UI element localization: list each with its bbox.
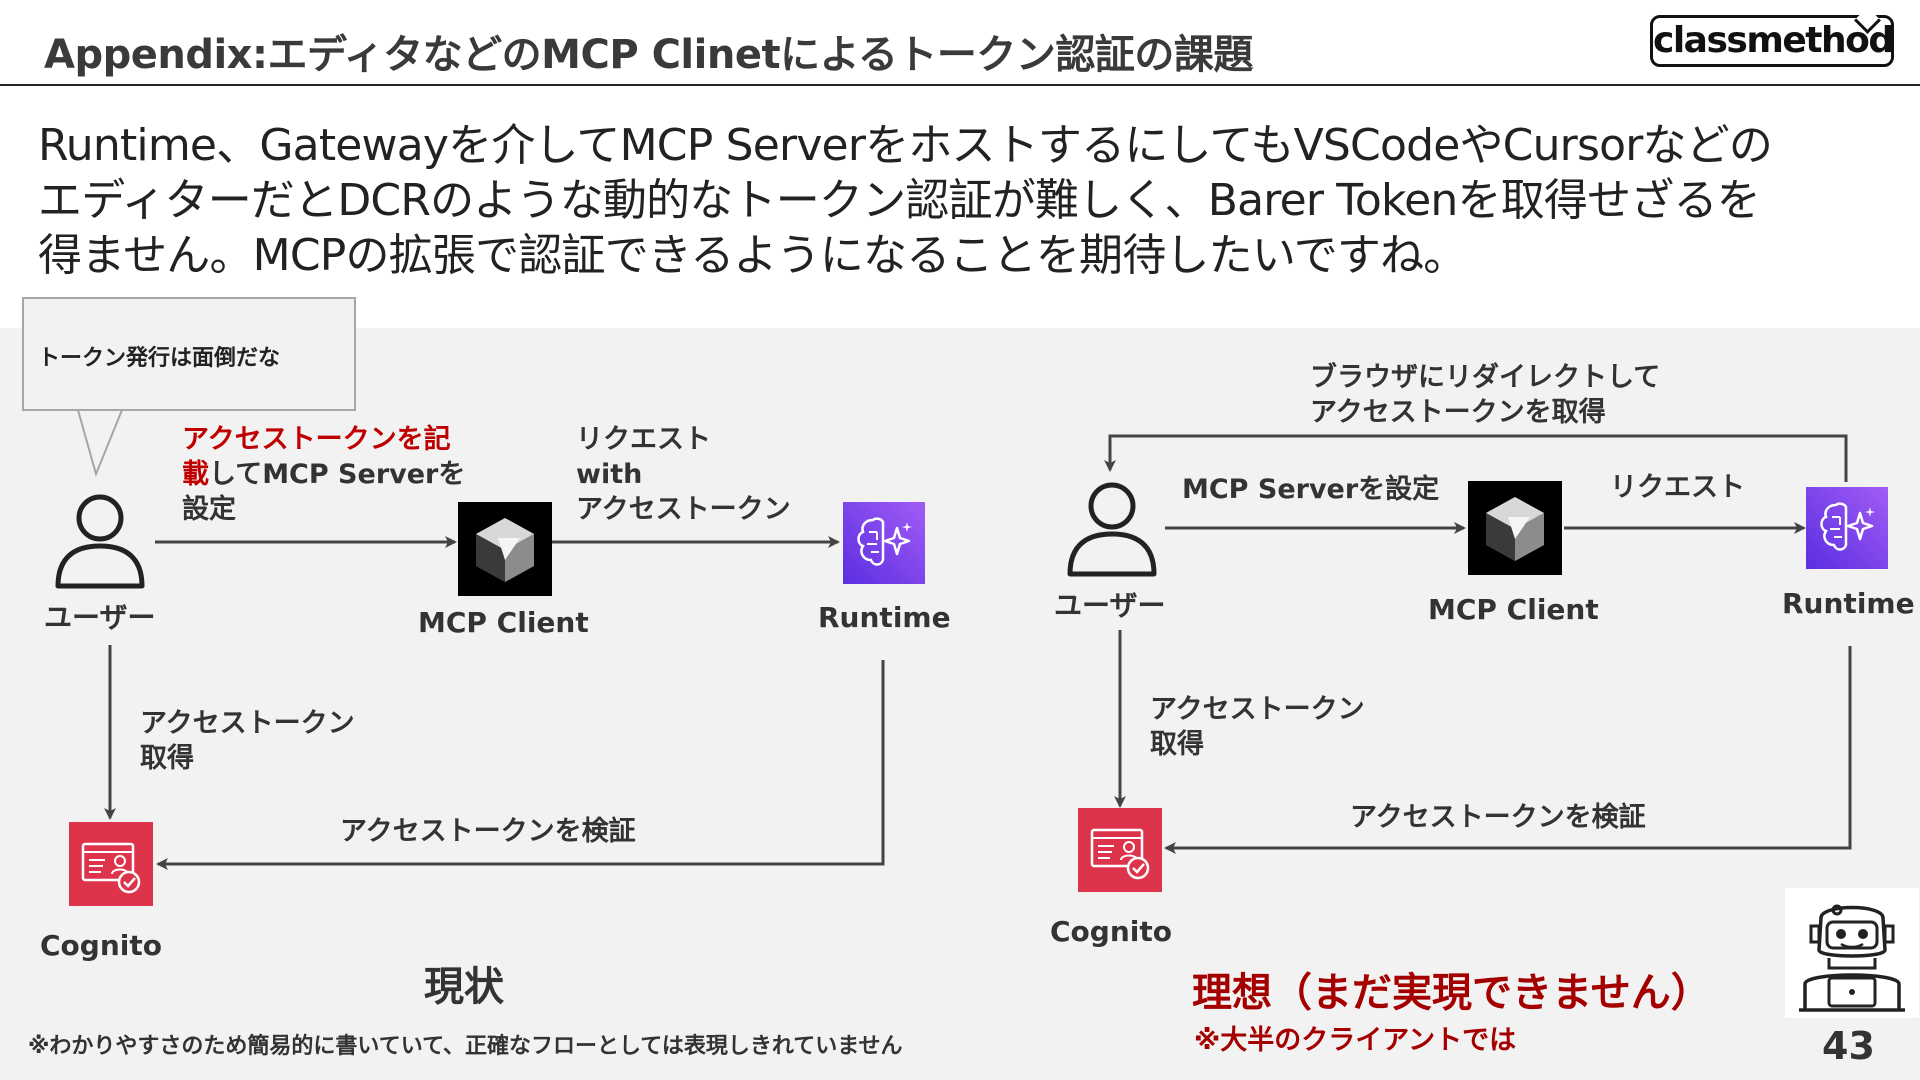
- robot-icon: [1799, 904, 1905, 1012]
- page-number: 43: [1822, 1024, 1875, 1068]
- edge-label-user-cognito: アクセストークン 取得: [140, 706, 355, 776]
- edge-label-runtime-cognito: アクセストークンを検証: [1350, 802, 1646, 833]
- edge-label-client-runtime: リクエスト with アクセストークン: [576, 422, 791, 527]
- diagram-panel: [0, 328, 1920, 1080]
- intro-line: Runtime、Gatewayを介してMCP ServerをホストするにしてもV…: [38, 120, 1773, 171]
- page-title: Appendix:エディタなどのMCP Clinetによるトークン認証の課題: [44, 32, 1253, 78]
- mcp-client-label: MCP Client: [418, 606, 589, 639]
- cognito-label: Cognito: [40, 929, 162, 962]
- edge-label-runtime-user: ブラウザにリダイレクトして アクセストークンを取得: [1310, 360, 1660, 430]
- cube-icon: [1468, 481, 1562, 575]
- arrow-runtime-to-cognito-left: [156, 660, 885, 870]
- robot-illustration: [1785, 888, 1919, 1018]
- brain-sparkle-icon: [843, 502, 925, 584]
- edge-label-line: アクセストークン: [1150, 694, 1365, 725]
- edge-label-fragment: してMCP Serverを: [209, 459, 466, 490]
- edge-label-line: アクセストークンを取得: [1310, 397, 1606, 428]
- edge-label-user-client: MCP Serverを設定: [1182, 474, 1440, 505]
- ideal-state-note: ※大半のクライアントでは: [1194, 1025, 1517, 1056]
- edge-label-line: アクセストークン: [576, 494, 791, 525]
- id-card-icon: [1078, 808, 1162, 892]
- runtime-label: Runtime: [1782, 587, 1915, 620]
- edge-label-line: ブラウザにリダイレクトして: [1310, 362, 1661, 393]
- edge-label-line: 取得: [1150, 729, 1204, 760]
- brain-sparkle-icon: [1806, 487, 1888, 569]
- edge-label-runtime-cognito: アクセストークンを検証: [340, 816, 636, 847]
- user-icon: [55, 494, 145, 589]
- speech-bubble: [22, 297, 356, 411]
- edge-label-client-runtime: リクエスト: [1610, 472, 1745, 503]
- runtime-label: Runtime: [818, 601, 951, 634]
- cube-icon: [458, 502, 552, 596]
- user-label: ユーザー: [44, 601, 156, 634]
- edge-label-line: リクエスト: [576, 424, 711, 455]
- footnote: ※わかりやすさのため簡易的に書いていて、正確なフローとしては表現しきれていません: [28, 1034, 903, 1059]
- edge-label-line: 載してMCP Serverを: [182, 457, 465, 492]
- edge-label-line: 取得: [140, 743, 194, 774]
- edge-label-line: 設定: [182, 494, 236, 525]
- intro-line: エディターだとDCRのような動的なトークン認証が難しく、Barer Tokenを…: [38, 175, 1761, 226]
- header-divider: [0, 84, 1920, 86]
- speech-bubble-tail: [77, 408, 123, 478]
- mcp-client-label: MCP Client: [1428, 593, 1599, 626]
- edge-label-user-client: アクセストークンを記 載してMCP Serverを 設定: [182, 422, 465, 527]
- ideal-state-caption: 理想（まだ実現できません）: [1192, 970, 1711, 1016]
- intro-paragraph: Runtime、Gatewayを介してMCP ServerをホストするにしてもV…: [38, 118, 1898, 283]
- edge-label-line: with: [576, 459, 643, 490]
- arrow-runtime-to-user-right: [1104, 434, 1848, 482]
- arrow-runtime-to-cognito-right: [1164, 646, 1852, 854]
- classmethod-logo: classmethod: [1650, 15, 1894, 67]
- intro-line: 得ません。MCPの拡張で認証できるようになることを期待したいですね。: [38, 230, 1467, 281]
- user-label: ユーザー: [1054, 589, 1166, 622]
- user-icon: [1067, 482, 1157, 577]
- edge-label-red-fragment: 載: [182, 459, 209, 490]
- speech-bubble-text: トークン発行は面倒だな: [38, 346, 281, 371]
- edge-label-line: アクセストークン: [140, 708, 355, 739]
- current-state-caption: 現状: [424, 964, 504, 1010]
- cognito-label: Cognito: [1050, 915, 1172, 948]
- edge-label-line: アクセストークンを記: [182, 424, 451, 455]
- id-card-icon: [69, 822, 153, 906]
- edge-label-user-cognito: アクセストークン 取得: [1150, 692, 1365, 762]
